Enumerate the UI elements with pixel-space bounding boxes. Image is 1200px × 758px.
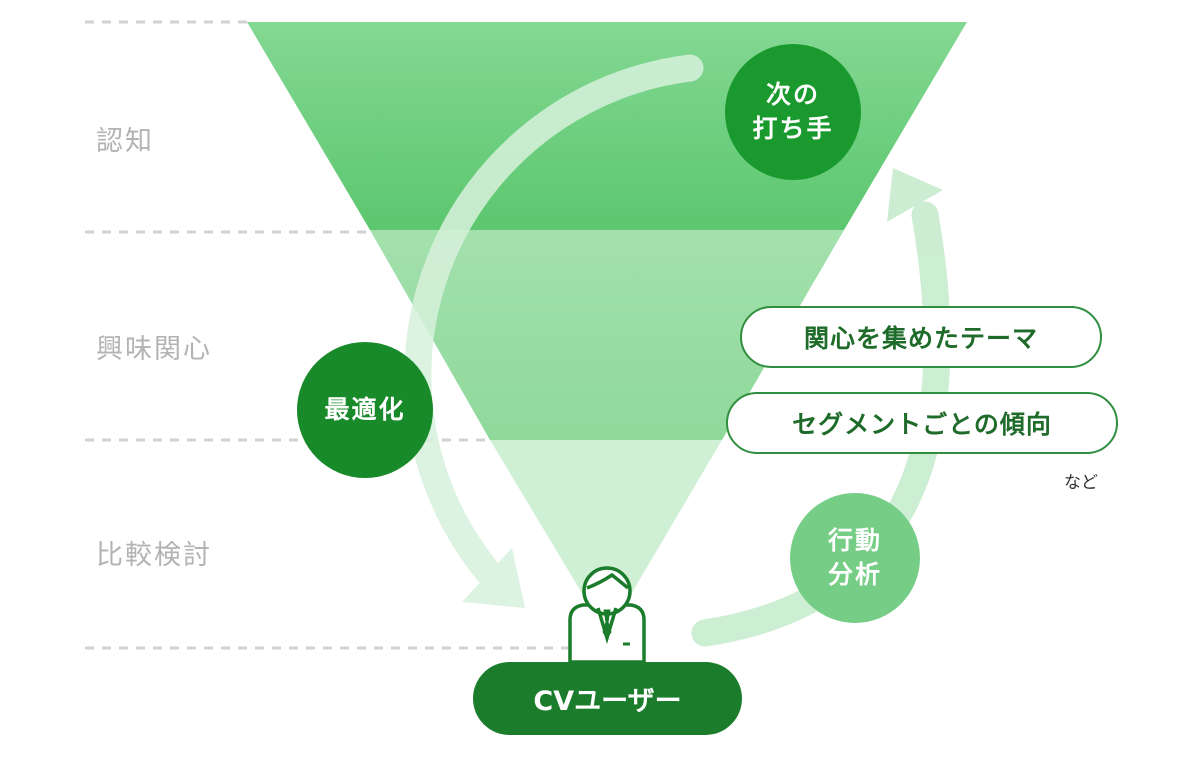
stage-dividers (85, 20, 570, 650)
stage-label-awareness: 認知 (96, 126, 154, 157)
funnel-consideration (490, 440, 722, 635)
stage-label-consideration: 比較検討 (96, 540, 212, 571)
cv-user-icon (568, 566, 646, 664)
cv-user-badge: CVユーザー (473, 662, 742, 735)
funnel-interest (370, 230, 844, 440)
insight-pill-theme: 関心を集めたテーマ (740, 306, 1102, 368)
insight-pill-segment: セグメントごとの傾向 (726, 392, 1118, 454)
optimize-circle: 最適化 (297, 342, 433, 478)
stage-label-interest: 興味関心 (96, 334, 212, 365)
optimize-arrow (404, 54, 704, 608)
next-step-circle: 次の 打ち手 (725, 44, 861, 180)
behavior-analysis-circle: 行動 分析 (790, 493, 920, 623)
insights-note: など (1064, 473, 1098, 493)
